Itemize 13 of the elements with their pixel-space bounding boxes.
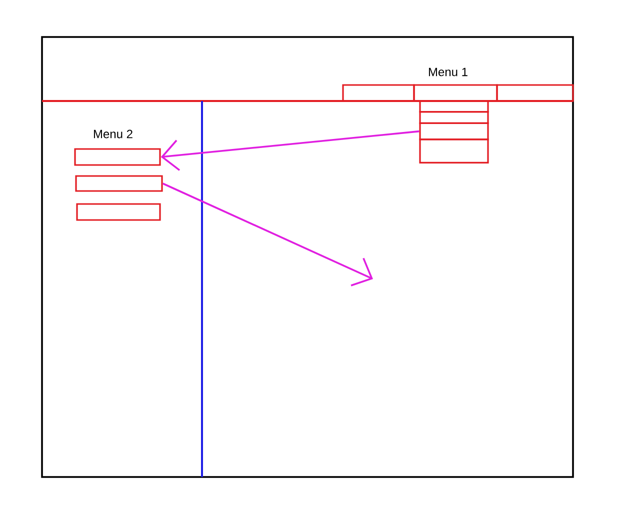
menu-tab: [342, 84, 415, 102]
menu-item: [76, 203, 161, 221]
menu-tab: [496, 84, 574, 102]
menu-item: [419, 122, 489, 140]
menu-item: [419, 111, 489, 124]
arrow: [162, 182, 373, 286]
menu-heading: Menu 1: [428, 68, 468, 76]
menu-item: [74, 148, 161, 166]
menu-item: [419, 100, 489, 113]
arrow: [160, 130, 420, 171]
menu-item: [419, 138, 489, 164]
menu-tab: [413, 84, 498, 102]
menu-item: [75, 175, 163, 192]
